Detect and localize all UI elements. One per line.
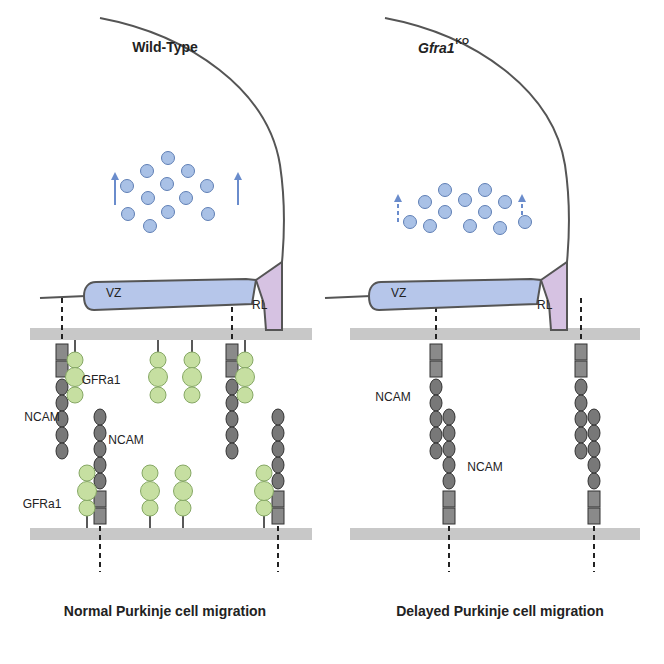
ventricular-zone: VZ [369, 276, 541, 314]
gfra1-molecule [78, 465, 97, 528]
molecule-label: NCAM [24, 411, 59, 424]
rhombic-lip: RL [529, 258, 569, 332]
region-outline [84, 279, 256, 310]
purkinje-cell [479, 184, 492, 197]
panel-caption: Delayed Purkinje cell migration [396, 604, 604, 619]
ventricular-zone: VZ [84, 276, 256, 314]
region-label: VZ [106, 286, 121, 300]
membrane [30, 528, 312, 540]
gfra1-molecule [255, 465, 274, 528]
purkinje-cell [180, 192, 193, 205]
ncam-molecule [430, 298, 442, 459]
molecule-label: NCAM [375, 391, 410, 404]
migration-arrow [114, 176, 116, 205]
purkinje-cell [404, 216, 417, 229]
purkinje-cell [494, 222, 507, 235]
region-outline [369, 279, 541, 310]
tissue-outline [40, 296, 86, 298]
region-outline [256, 262, 282, 330]
purkinje-cell [439, 184, 452, 197]
gfra1-molecule [236, 340, 255, 403]
gfra1-molecule [174, 465, 193, 528]
molecules [56, 298, 600, 572]
region-outline [541, 262, 567, 330]
purkinje-cell [201, 180, 214, 193]
panel-title: Wild-Type [132, 40, 198, 55]
purkinje-cell [459, 194, 472, 207]
purkinje-cell [499, 196, 512, 209]
purkinje-cells [121, 152, 532, 235]
migration-arrow [237, 176, 239, 205]
purkinje-cell [439, 206, 452, 219]
rhombic-lip: RL [244, 258, 284, 332]
purkinje-cell [419, 196, 432, 209]
gfra1-molecule [149, 340, 168, 403]
purkinje-cell [162, 152, 175, 165]
purkinje-cell [182, 165, 195, 178]
panel-title: Gfra1 [418, 41, 455, 56]
membrane [350, 528, 640, 540]
purkinje-cell [424, 220, 437, 233]
region-label: VZ [391, 286, 406, 300]
molecule-label: NCAM [467, 461, 502, 474]
migration-arrow [397, 198, 399, 222]
membrane [350, 328, 640, 340]
tissue-outline [100, 18, 284, 262]
purkinje-cell [479, 206, 492, 219]
purkinje-cell [202, 208, 215, 221]
purkinje-cell [161, 178, 174, 191]
ncam-molecule [588, 409, 600, 572]
region-label: RL [252, 298, 267, 312]
gfra1-molecule [183, 340, 202, 403]
tissue-outline [385, 18, 569, 262]
purkinje-cell [121, 180, 134, 193]
purkinje-cell [122, 208, 135, 221]
ncam-molecule [575, 298, 587, 459]
purkinje-cell [519, 216, 532, 229]
purkinje-cell [142, 192, 155, 205]
purkinje-cell [162, 206, 175, 219]
purkinje-cell [144, 220, 157, 233]
ncam-molecule [443, 409, 455, 572]
region-shape [244, 258, 284, 332]
gfra1-molecule [66, 340, 85, 403]
molecule-label: GFRa1 [82, 374, 121, 387]
purkinje-cell [141, 165, 154, 178]
purkinje-cell [464, 220, 477, 233]
gfra1-molecule [141, 465, 160, 528]
panel-caption: Normal Purkinje cell migration [64, 604, 266, 619]
panel-title-superscript: KO [456, 37, 470, 47]
region-shape [529, 258, 569, 332]
molecule-label: NCAM [108, 434, 143, 447]
tissue-outline [325, 296, 371, 298]
region-label: RL [537, 298, 552, 312]
molecule-label: GFRa1 [23, 498, 62, 511]
